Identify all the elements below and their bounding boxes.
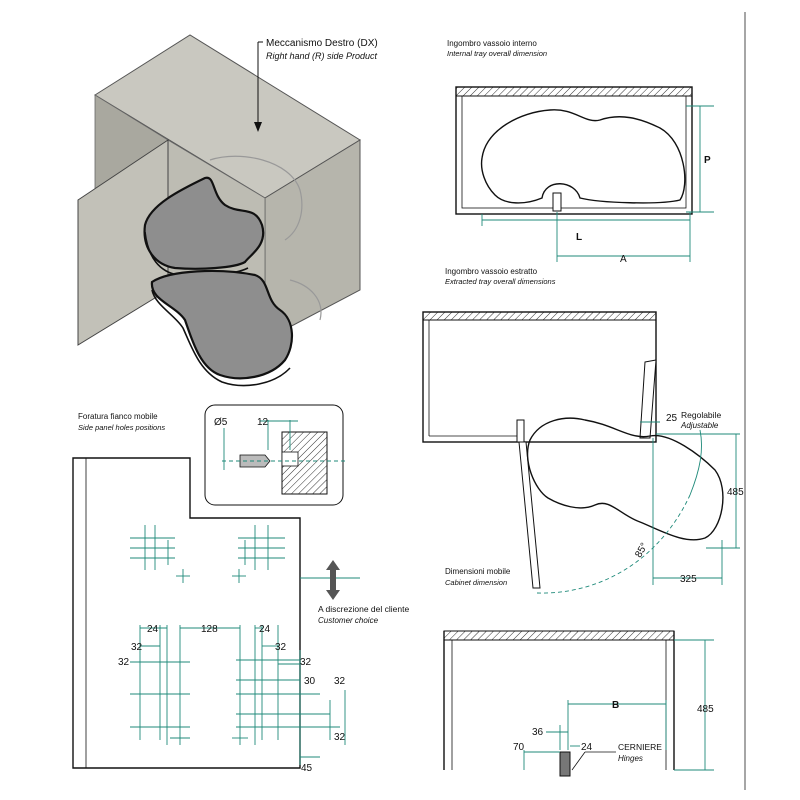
- side-panel-dim-30: 30: [304, 676, 316, 687]
- side-panel-dim-32-d: 32: [300, 657, 312, 668]
- internal-tray-title-it: Ingombro vassoio interno: [447, 39, 537, 48]
- product-title-it: Meccanismo Destro (DX): [266, 38, 378, 49]
- cabinet-title-en: Cabinet dimension: [445, 578, 507, 587]
- extracted-tray-title-en: Extracted tray overall dimensions: [445, 277, 556, 286]
- extracted-adjustable-it: Regolabile: [681, 410, 721, 420]
- extracted-adjustable-en: Adjustable: [680, 421, 719, 430]
- side-panel-drawing: [72, 404, 360, 769]
- extracted-dim-325: 325: [680, 574, 697, 585]
- extracted-dim-485: 485: [727, 487, 744, 498]
- side-panel-dim-32-f: 32: [334, 732, 346, 743]
- side-panel-dim-24-right: 24: [259, 624, 271, 635]
- extracted-tray-title-it: Ingombro vassoio estratto: [445, 267, 538, 276]
- cabinet-dim-36: 36: [532, 727, 544, 738]
- internal-tray-drawing: [455, 86, 714, 262]
- cabinet-dim-485: 485: [697, 704, 714, 715]
- side-panel-dim-24-left: 24: [147, 624, 159, 635]
- cabinet-title-it: Dimensioni mobile: [445, 567, 511, 576]
- extracted-dim-25: 25: [666, 413, 678, 424]
- extracted-tray-drawing: [422, 311, 740, 594]
- cabinet-hinges-it: CERNIERE: [618, 742, 662, 752]
- side-panel-title-it: Foratura fianco mobile: [78, 412, 158, 421]
- side-panel-dim-32-b: 32: [275, 642, 287, 653]
- side-panel-customer-en: Customer choice: [318, 616, 379, 625]
- internal-tray-title-en: Internal tray overall dimension: [447, 49, 547, 58]
- side-panel-dim-45: 45: [301, 763, 313, 774]
- cabinet-drawing: [443, 630, 714, 777]
- side-panel-dim-32-a: 32: [131, 642, 143, 653]
- cabinet-dim-70: 70: [513, 742, 525, 753]
- internal-tray-label-a: A: [620, 254, 627, 265]
- side-panel-dim-diam5: Ø5: [214, 417, 228, 428]
- internal-tray-label-p: P: [704, 155, 711, 166]
- internal-tray-label-l: L: [576, 232, 582, 243]
- cabinet-dim-b: B: [612, 700, 619, 711]
- side-panel-dim-32-e: 32: [334, 676, 346, 687]
- extracted-dim-85: 85°: [633, 541, 650, 560]
- side-panel-dim-12: 12: [257, 417, 269, 428]
- cabinet-3d-illustration: [77, 34, 361, 387]
- side-panel-title-en: Side panel holes positions: [78, 423, 165, 432]
- side-panel-dim-32-c: 32: [118, 657, 130, 668]
- cabinet-hinges-en: Hinges: [618, 754, 643, 763]
- cabinet-dim-24: 24: [581, 742, 593, 753]
- side-panel-dim-128: 128: [201, 624, 218, 635]
- side-panel-customer-it: A discrezione del cliente: [318, 604, 409, 614]
- product-title-en: Right hand (R) side Product: [266, 51, 378, 61]
